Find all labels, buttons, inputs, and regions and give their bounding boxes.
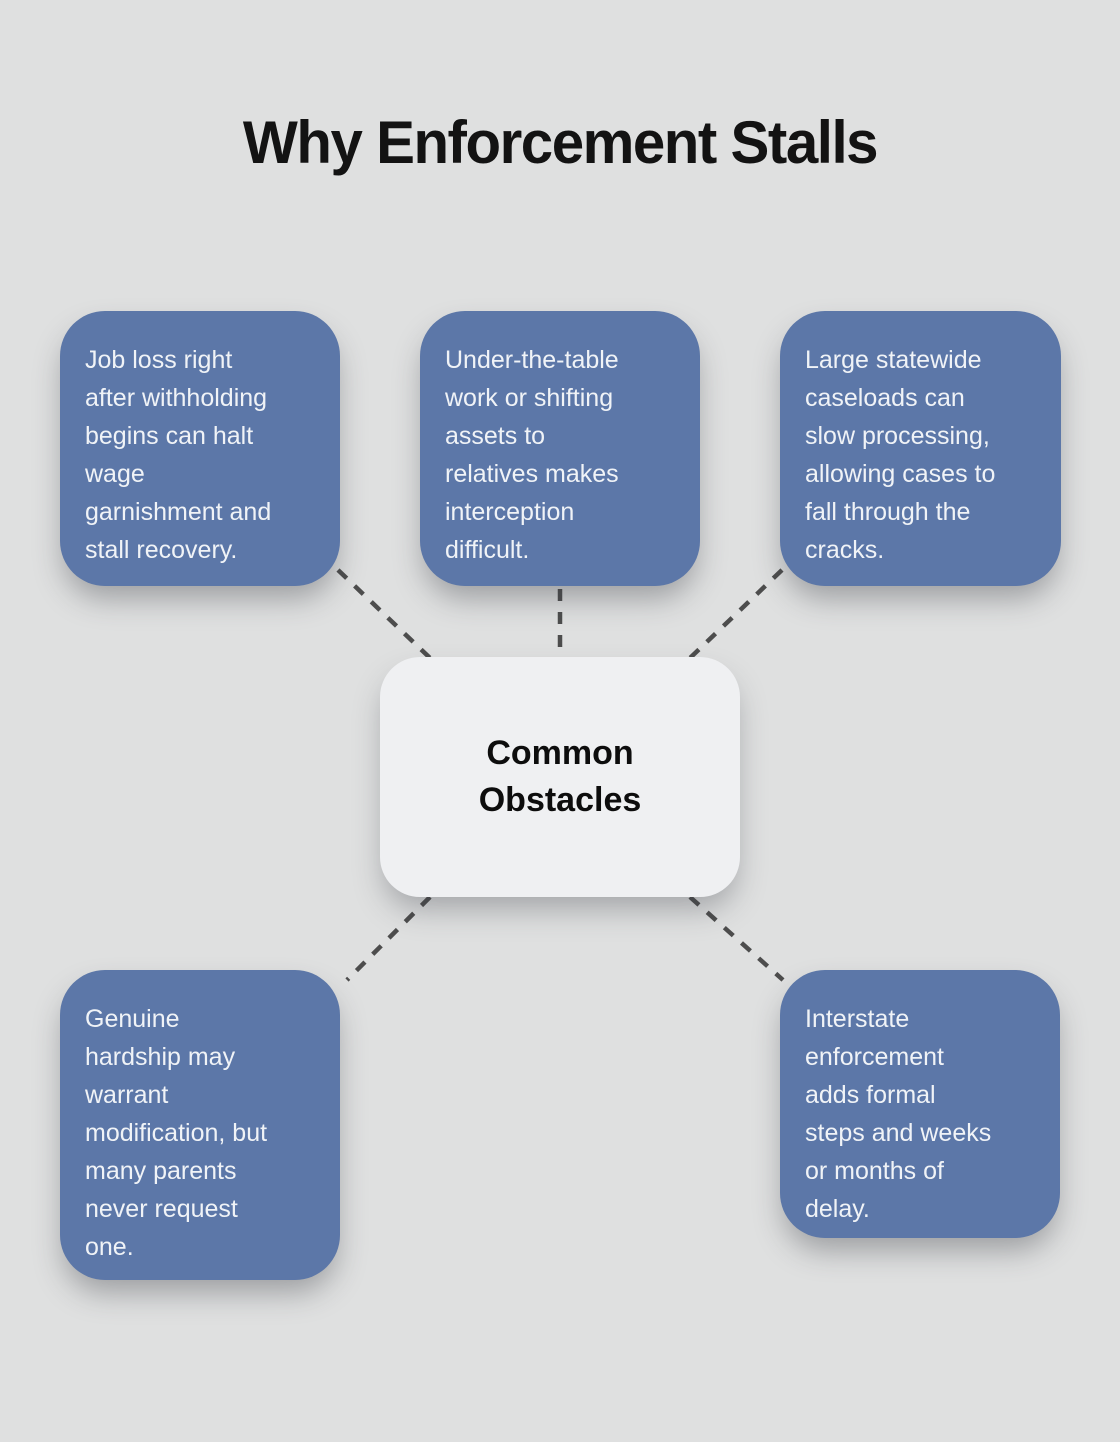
node-bottom-right-text: Interstate enforcement adds formal steps… [805, 1005, 992, 1223]
center-node-label: Common Obstacles [478, 734, 642, 819]
node-top-right: Large statewide caseloads can slow proce… [780, 311, 1061, 586]
connector-top-left-to-center [336, 568, 432, 660]
center-node: Common Obstacles [380, 657, 740, 897]
connector-center-to-bottom-right [688, 895, 785, 982]
node-top-right-text: Large statewide caseloads can slow proce… [805, 346, 996, 564]
node-top-left-text: Job loss right after withholding begins … [85, 346, 272, 564]
node-bottom-left: Genuine hardship may warrant modificatio… [60, 970, 340, 1280]
node-bottom-right: Interstate enforcement adds formal steps… [780, 970, 1060, 1238]
node-bottom-left-text: Genuine hardship may warrant modificatio… [85, 1005, 268, 1261]
node-top-left: Job loss right after withholding begins … [60, 311, 340, 586]
connector-top-right-to-center [688, 568, 784, 660]
node-top-center: Under-the-table work or shifting assets … [420, 311, 700, 586]
node-top-center-text: Under-the-table work or shifting assets … [445, 346, 619, 564]
connector-center-to-bottom-left [345, 895, 432, 982]
page-title: Why Enforcement Stalls [242, 109, 879, 176]
